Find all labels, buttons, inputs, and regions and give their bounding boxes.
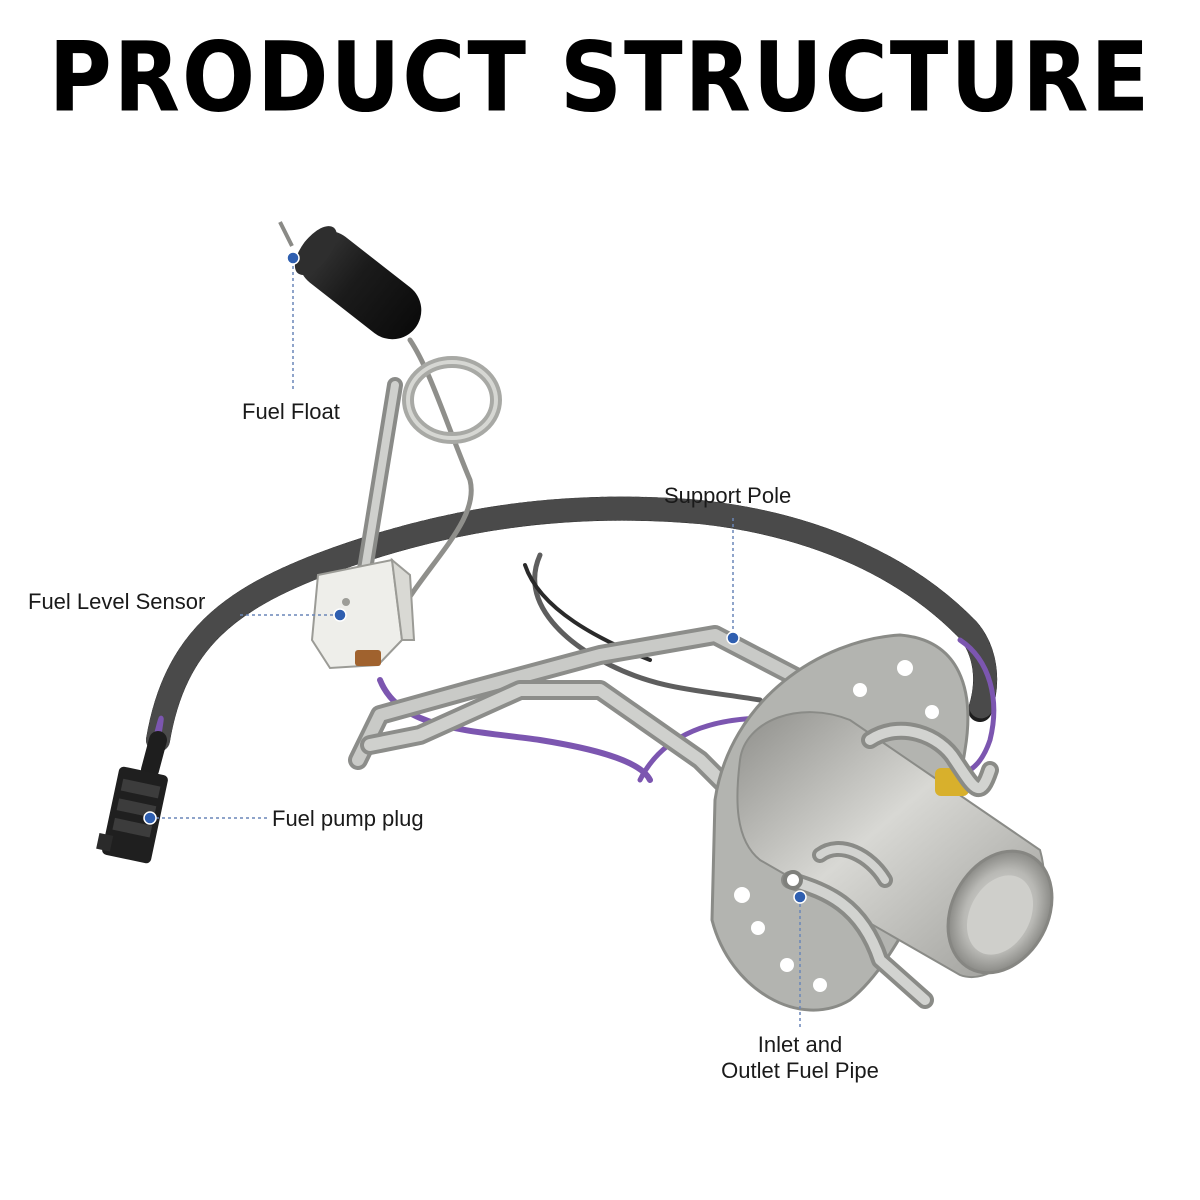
corrugated-hose <box>146 496 998 752</box>
marker-support-pole <box>726 631 740 645</box>
label-fuel-pump-plug: Fuel pump plug <box>272 806 424 831</box>
label-fuel-level-sensor: Fuel Level Sensor <box>28 589 206 614</box>
callout-leaders <box>150 260 801 1030</box>
page-title: PRODUCT STRUCTURE <box>48 22 1152 134</box>
marker-inlet-outlet-pipe <box>793 890 807 904</box>
callout-markers <box>143 251 807 904</box>
fuel-level-sensor-part <box>310 557 416 670</box>
support-pole-tubes <box>348 337 850 830</box>
marker-fuel-level-sensor <box>333 608 347 622</box>
pump-housing <box>736 711 1054 978</box>
label-fuel-float: Fuel Float <box>242 399 340 424</box>
label-inlet-outlet-pipe: Inlet and Outlet Fuel Pipe <box>721 1032 879 1083</box>
fuel-pump-plug-part <box>96 731 168 864</box>
float-ring <box>402 356 502 444</box>
inlet-outlet-pipes <box>781 721 999 1009</box>
marker-fuel-pump-plug <box>143 811 157 825</box>
label-support-pole: Support Pole <box>664 483 792 508</box>
marker-fuel-float <box>286 251 300 265</box>
fuel-float-part <box>278 221 422 340</box>
